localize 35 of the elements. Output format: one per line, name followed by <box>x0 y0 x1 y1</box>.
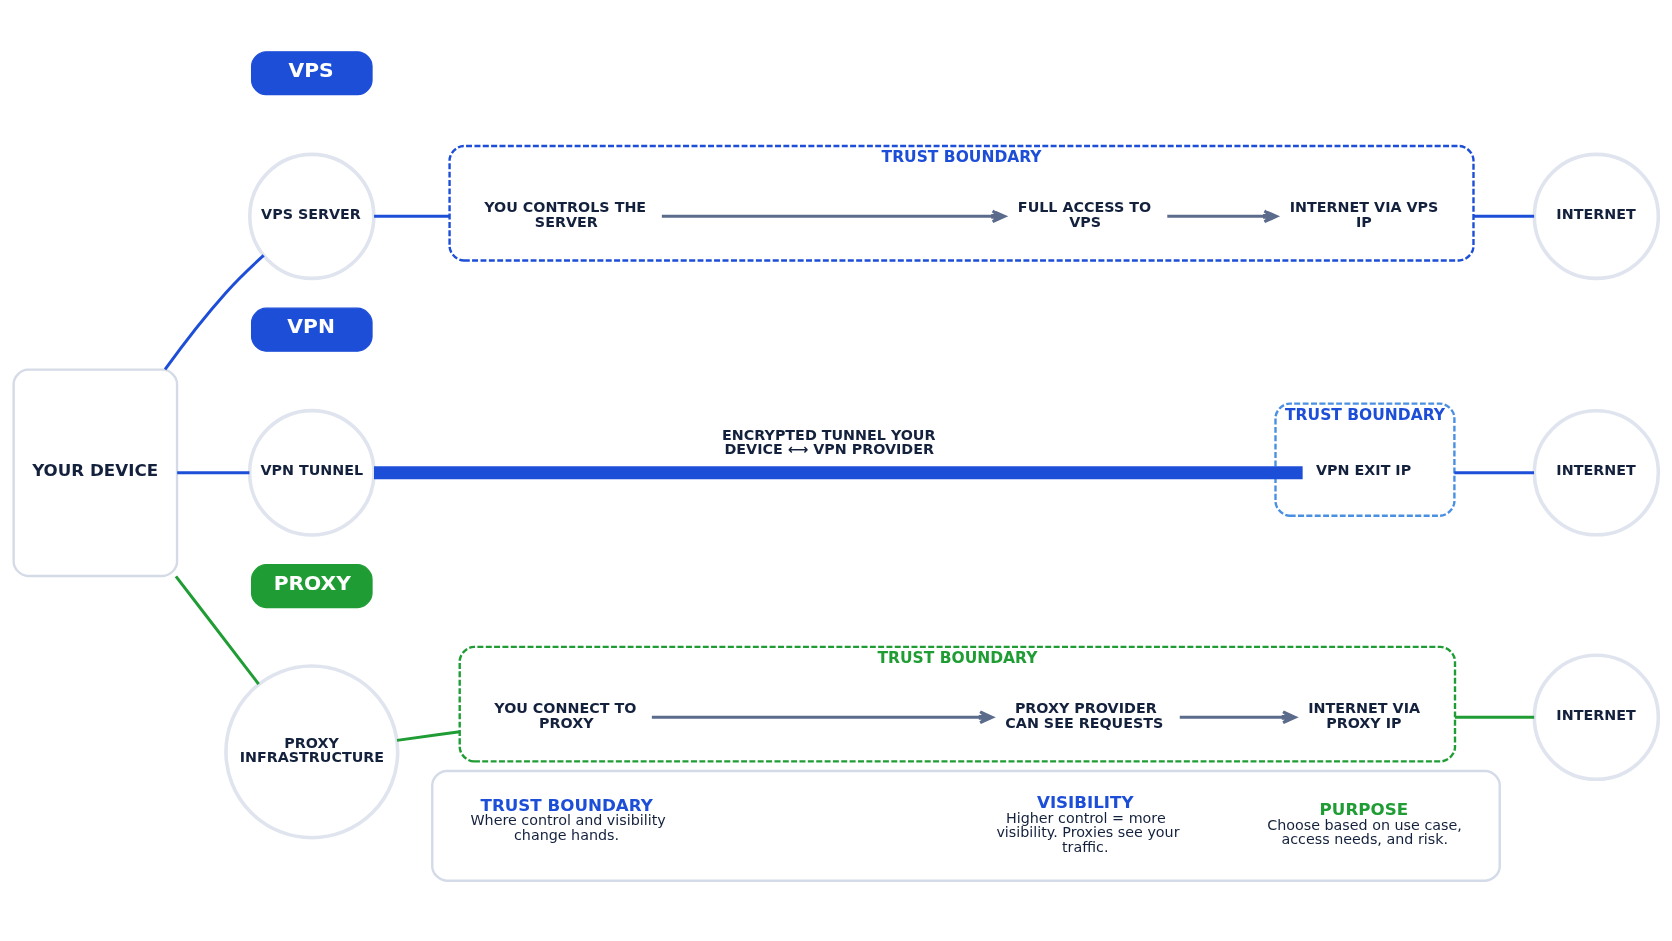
connector <box>1473 214 1535 218</box>
cluster <box>431 769 1501 882</box>
connector <box>1455 715 1535 719</box>
edge-label: ENCRYPTED TUNNEL YOUR DEVICE ⟷ VPN PROVIDER <box>722 426 936 457</box>
node-circle: INTERNET <box>1532 408 1661 537</box>
node-text: YOU CONNECT TO PROXY <box>494 699 637 731</box>
connector <box>374 214 450 218</box>
connector <box>396 729 460 742</box>
node-box: YOUR DEVICE <box>12 367 179 577</box>
node-text: VPN EXIT IP <box>1316 461 1412 478</box>
connector <box>177 470 250 474</box>
arrow <box>1179 709 1297 724</box>
node-text: VISIBILITY Higher control = more visibility. Proxies see your traffic. <box>996 792 1180 855</box>
connector <box>374 465 1303 479</box>
connector <box>174 574 260 685</box>
connector <box>1454 470 1534 474</box>
arrow <box>661 209 1007 223</box>
node-circle: INTERNET <box>1532 653 1661 781</box>
node-text: INTERNET VIA VPS IP <box>1289 198 1439 230</box>
node-box: VPS <box>251 50 373 95</box>
node-circle: VPS SERVER <box>248 152 376 280</box>
node-text: FULL ACCESS TO VPS <box>1017 198 1152 230</box>
node-box: VPN <box>251 307 373 352</box>
node-text: PROXY PROVIDER CAN SEE REQUESTS <box>1005 699 1164 731</box>
node-text: PURPOSE Choose based on use case, access needs, and risk. <box>1267 799 1462 847</box>
connector <box>163 253 265 370</box>
node-circle: PROXY INFRASTRUCTURE <box>224 663 400 840</box>
arrow <box>1167 209 1278 223</box>
node-box: PROXY <box>251 563 373 608</box>
node-circle: VPN TUNNEL <box>247 408 376 537</box>
node-circle: INTERNET <box>1532 152 1661 280</box>
node-text: YOU CONTROLS THE SERVER <box>484 198 647 230</box>
arrow <box>651 709 994 724</box>
node-text: TRUST BOUNDARY Where control and visibility change hands. <box>470 795 666 843</box>
node-text: INTERNET VIA PROXY IP <box>1308 699 1421 731</box>
